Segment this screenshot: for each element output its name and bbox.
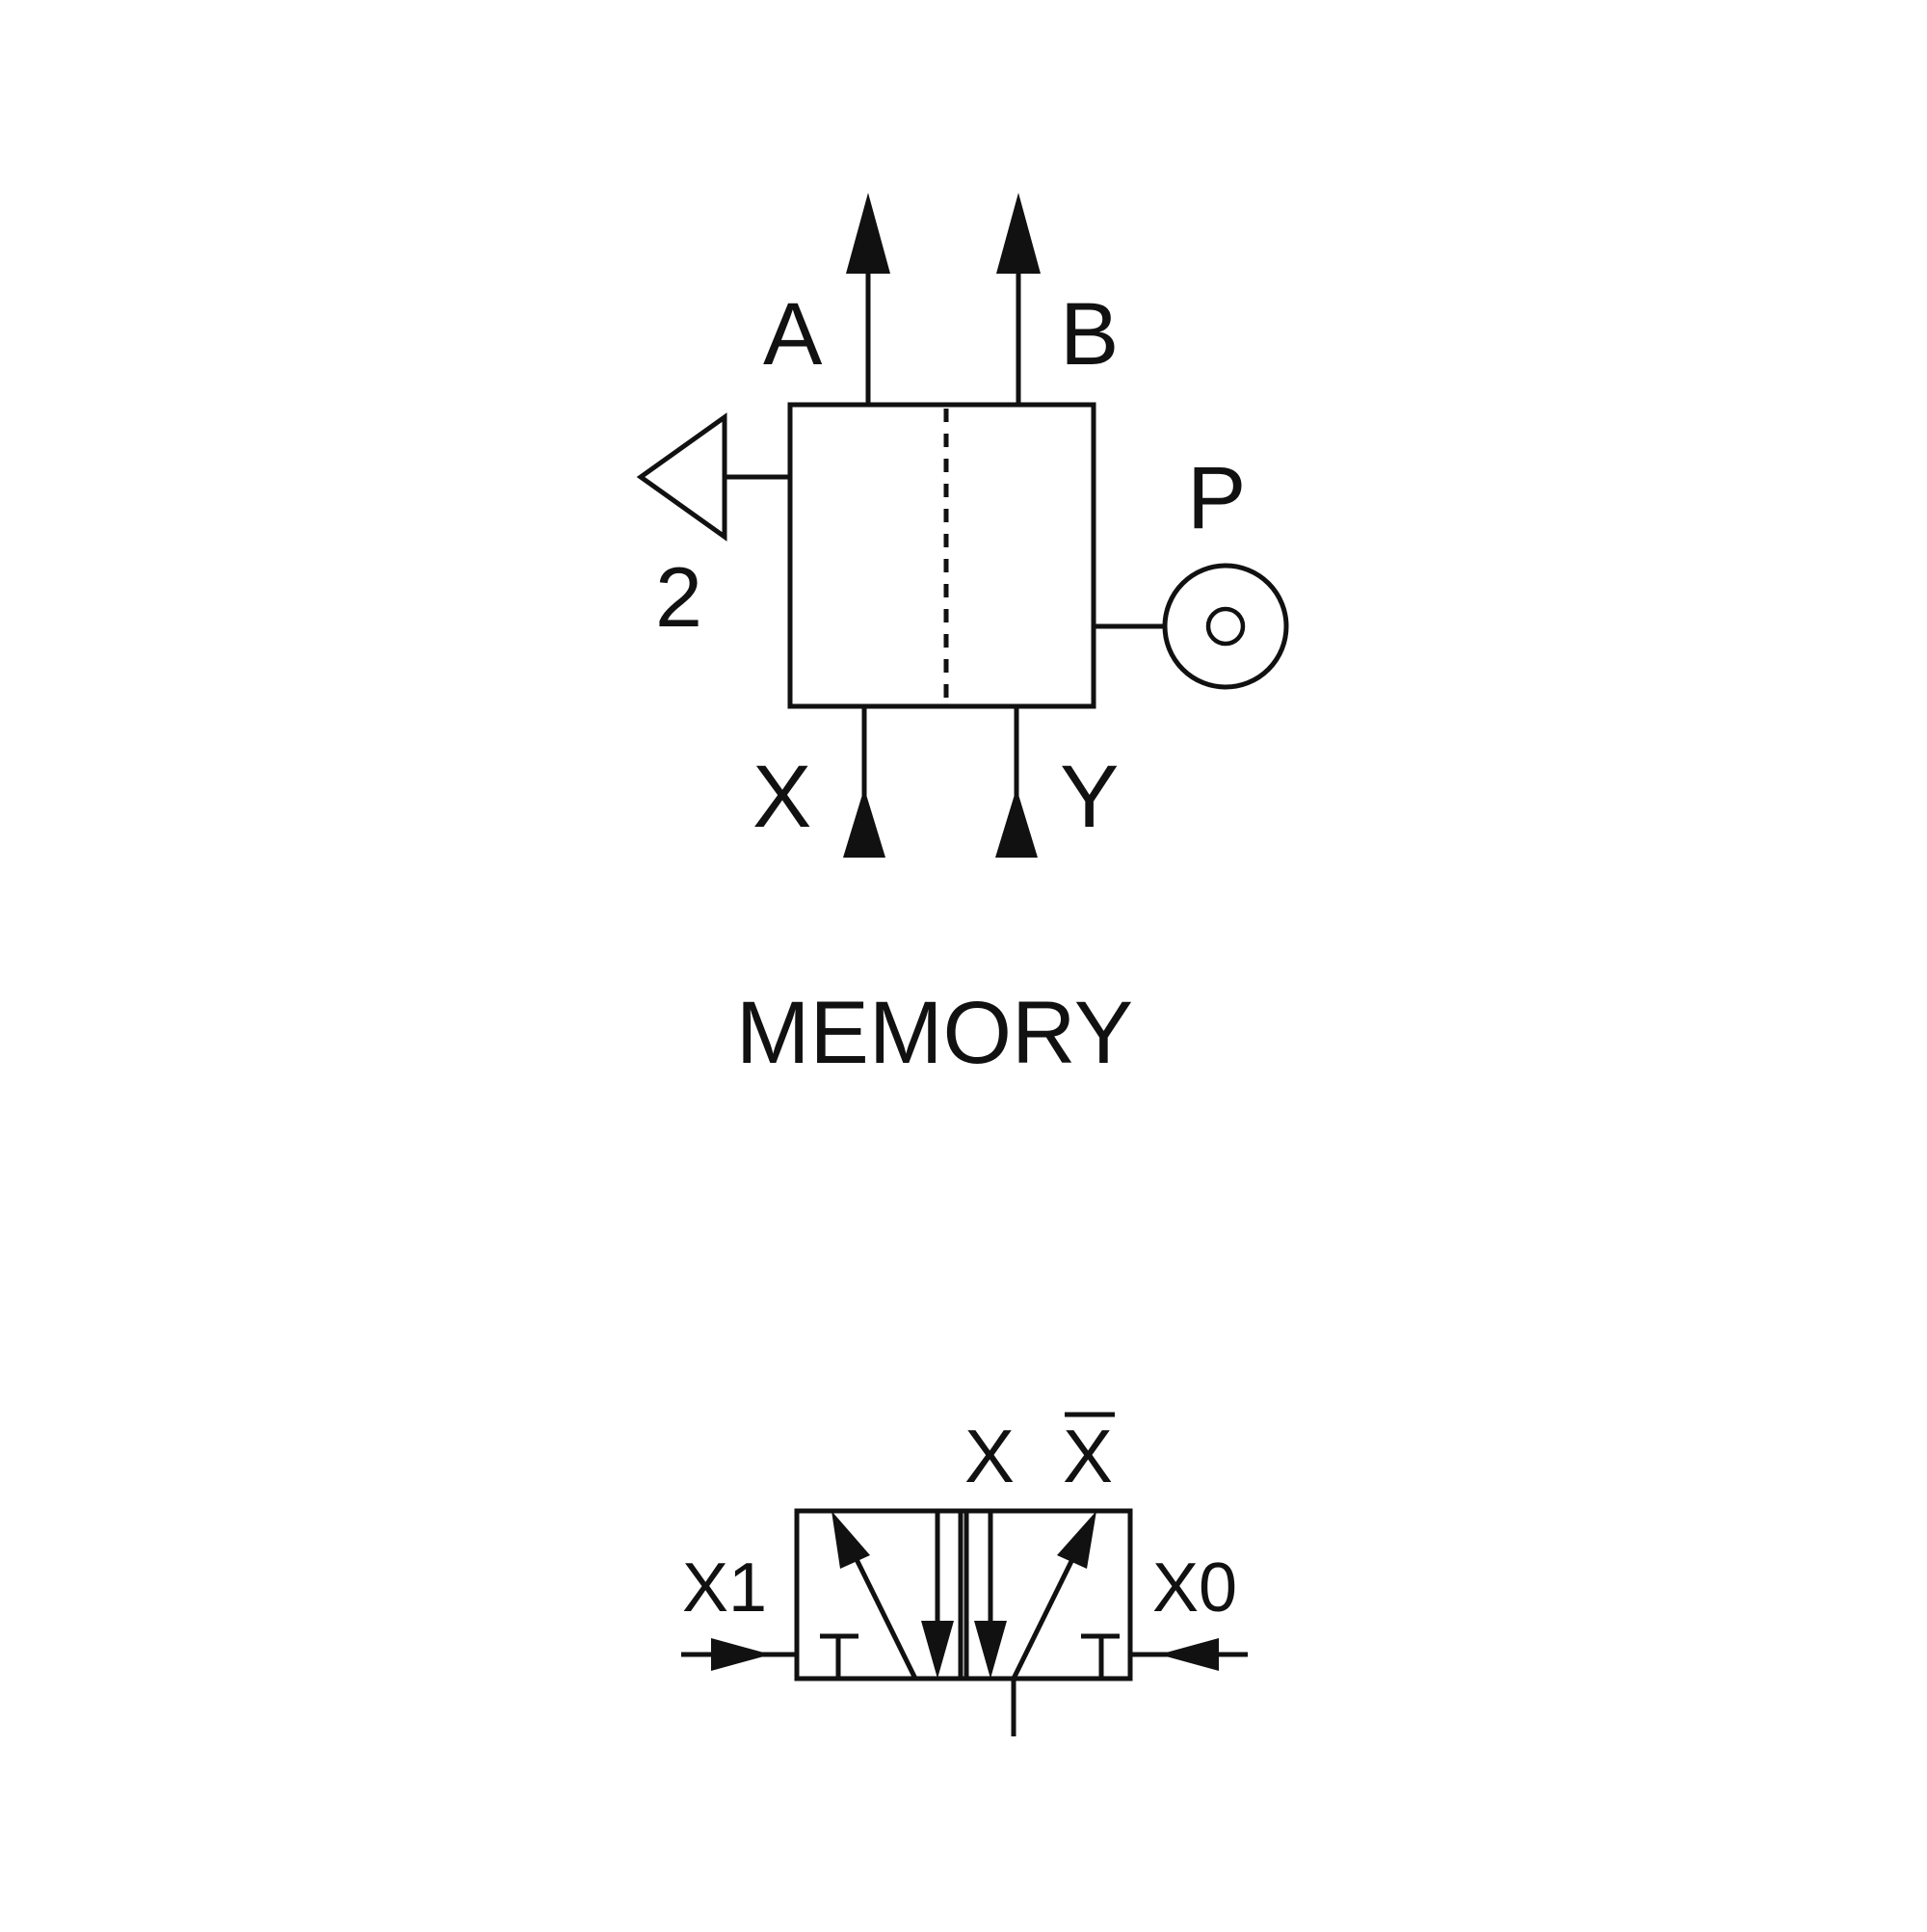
memory-body-box bbox=[787, 402, 1096, 709]
input-y-port: Y bbox=[995, 706, 1119, 858]
flow-arrow-icon bbox=[1011, 1511, 1096, 1681]
pilot-x0: X0 bbox=[1130, 1549, 1248, 1671]
label-exhaust-2: 2 bbox=[655, 549, 702, 645]
flow-arrow-icon bbox=[921, 1511, 954, 1679]
label-x: X bbox=[752, 748, 811, 846]
label-a: A bbox=[763, 285, 823, 384]
arrow-up-icon bbox=[996, 193, 1041, 274]
label-x1: X1 bbox=[682, 1549, 767, 1627]
flow-arrow-icon bbox=[832, 1511, 918, 1681]
arrow-up-icon bbox=[995, 788, 1038, 858]
label-b: B bbox=[1060, 285, 1119, 384]
label-valve-x-bar-text: X bbox=[1063, 1414, 1113, 1498]
exhaust-port: 2 bbox=[636, 412, 790, 645]
input-x-port: X bbox=[752, 706, 885, 858]
memory-symbol: A B 2 P X Y bbox=[636, 193, 1289, 1082]
memory-title: MEMORY bbox=[736, 984, 1133, 1082]
label-p: P bbox=[1187, 449, 1246, 547]
pilot-arrow-right-icon bbox=[711, 1638, 771, 1671]
label-x0: X0 bbox=[1152, 1549, 1237, 1627]
output-b-port: B bbox=[996, 193, 1119, 405]
pilot-arrow-left-icon bbox=[1159, 1638, 1219, 1671]
arrow-up-icon bbox=[846, 193, 890, 274]
blocked-port-t-icon bbox=[1081, 1633, 1120, 1679]
label-valve-x-bar: X bbox=[1063, 1412, 1115, 1498]
flow-arrow-icon bbox=[974, 1511, 1007, 1679]
blocked-port-t-icon bbox=[820, 1633, 858, 1679]
pressure-source-inner-circle-icon bbox=[1205, 606, 1246, 647]
pressure-source-circle-icon bbox=[1162, 563, 1289, 690]
output-a-port: A bbox=[763, 193, 890, 405]
arrow-up-icon bbox=[843, 788, 885, 858]
label-y: Y bbox=[1060, 748, 1119, 846]
pilot-x1: X1 bbox=[681, 1549, 797, 1671]
supply-port: P bbox=[1094, 449, 1289, 690]
label-valve-x: X bbox=[964, 1414, 1015, 1498]
valve-body-box bbox=[794, 1508, 1133, 1681]
exhaust-triangle-icon bbox=[636, 412, 727, 542]
valve-symbol: X X X1 X0 bbox=[681, 1412, 1248, 1736]
